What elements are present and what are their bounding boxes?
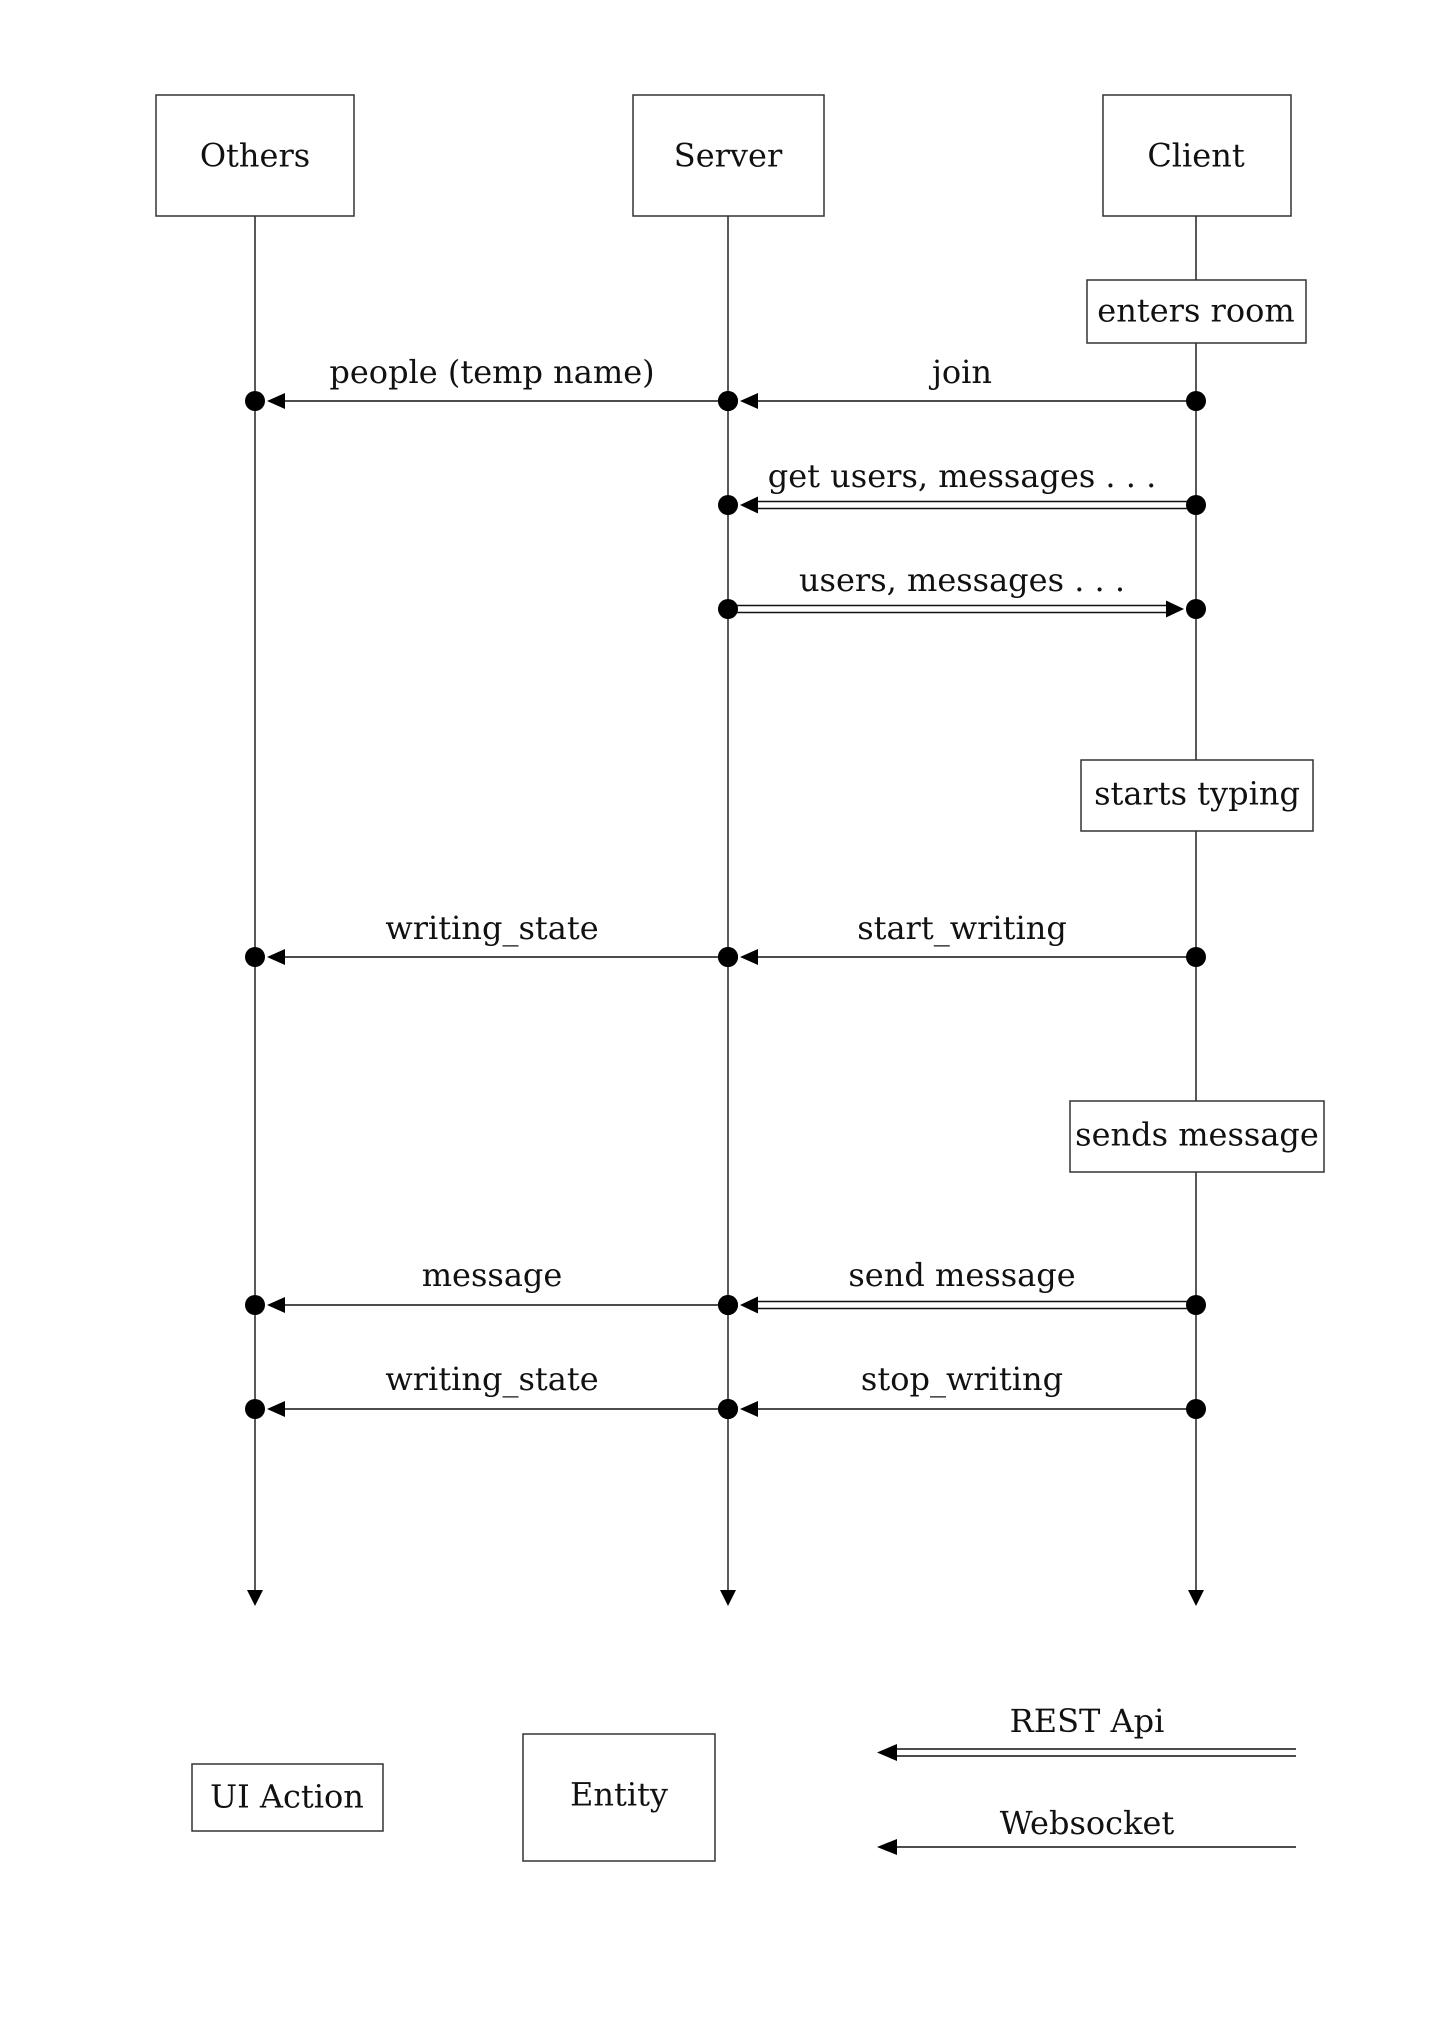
message-start-dot bbox=[1186, 1295, 1206, 1315]
actor-client-label: Client bbox=[1147, 137, 1245, 175]
legend-websocket-label: Websocket bbox=[1000, 1804, 1175, 1842]
message-arrowhead bbox=[267, 949, 285, 965]
message-label: start_writing bbox=[857, 909, 1067, 947]
actor-others: Others bbox=[155, 94, 355, 217]
message-end-dot bbox=[1186, 599, 1206, 619]
message-label: message bbox=[422, 1256, 563, 1294]
action-sends-message: sends message bbox=[1069, 1100, 1325, 1173]
legend-ui-action-label: UI Action bbox=[210, 1778, 364, 1816]
message-arrowhead bbox=[740, 393, 758, 409]
message-start-dot bbox=[1186, 1399, 1206, 1419]
lifeline-client-arrowhead bbox=[1188, 1590, 1204, 1606]
lifeline-server-arrowhead bbox=[720, 1590, 736, 1606]
legend-rest-api-label: REST Api bbox=[1010, 1702, 1165, 1740]
legend-rest-api-arrowhead bbox=[877, 1744, 897, 1761]
message-label: people (temp name) bbox=[329, 353, 654, 391]
legend-entity-label: Entity bbox=[570, 1776, 668, 1814]
message-arrowhead bbox=[740, 1401, 758, 1417]
action-sends-message-label: sends message bbox=[1075, 1116, 1319, 1154]
actor-server: Server bbox=[632, 94, 825, 217]
actor-server-label: Server bbox=[674, 137, 783, 175]
message-arrowhead bbox=[740, 496, 758, 514]
legend-entity: Entity bbox=[522, 1733, 716, 1862]
message-label: writing_state bbox=[385, 1360, 598, 1398]
message-arrowhead bbox=[1166, 600, 1184, 618]
message-start-dot bbox=[1186, 495, 1206, 515]
legend-websocket-arrowhead bbox=[877, 1839, 897, 1855]
message-label: get users, messages . . . bbox=[768, 457, 1157, 495]
message-label: join bbox=[928, 353, 992, 391]
message-arrowhead bbox=[740, 949, 758, 965]
message-end-dot bbox=[718, 495, 738, 515]
message-label: users, messages . . . bbox=[799, 561, 1125, 599]
message-end-dot bbox=[245, 947, 265, 967]
message-start-dot bbox=[1186, 947, 1206, 967]
action-enters-room: enters room bbox=[1086, 279, 1307, 344]
legend-websocket: Websocket bbox=[877, 1804, 1296, 1855]
action-starts-typing: starts typing bbox=[1080, 759, 1314, 832]
message-arrowhead bbox=[740, 1296, 758, 1314]
lifeline-others-arrowhead bbox=[247, 1590, 263, 1606]
message-end-dot bbox=[718, 1295, 738, 1315]
message-label: stop_writing bbox=[861, 1360, 1063, 1398]
message-arrowhead bbox=[267, 1401, 285, 1417]
message-label: send message bbox=[848, 1256, 1075, 1294]
legend-rest-api: REST Api bbox=[877, 1702, 1296, 1761]
actor-client: Client bbox=[1102, 94, 1292, 217]
message-start-dot bbox=[1186, 391, 1206, 411]
message-end-dot bbox=[718, 947, 738, 967]
message-label: writing_state bbox=[385, 909, 598, 947]
action-enters-room-label: enters room bbox=[1097, 292, 1294, 330]
action-starts-typing-label: starts typing bbox=[1094, 775, 1300, 813]
lifelines bbox=[247, 216, 1204, 1606]
legend-ui-action: UI Action bbox=[191, 1763, 384, 1832]
message-end-dot bbox=[245, 1295, 265, 1315]
message-arrowhead bbox=[267, 393, 285, 409]
message-end-dot bbox=[245, 1399, 265, 1419]
actor-others-label: Others bbox=[200, 137, 310, 175]
message-start-dot bbox=[718, 599, 738, 619]
message-end-dot bbox=[245, 391, 265, 411]
message-arrowhead bbox=[267, 1297, 285, 1313]
message-labels: people (temp name) join get users, messa… bbox=[329, 353, 1156, 1398]
message-end-dot bbox=[718, 1399, 738, 1419]
message-arrows bbox=[245, 391, 1206, 1419]
message-end-dot bbox=[718, 391, 738, 411]
legend: UI Action Entity REST Api Websocket bbox=[191, 1702, 1296, 1862]
